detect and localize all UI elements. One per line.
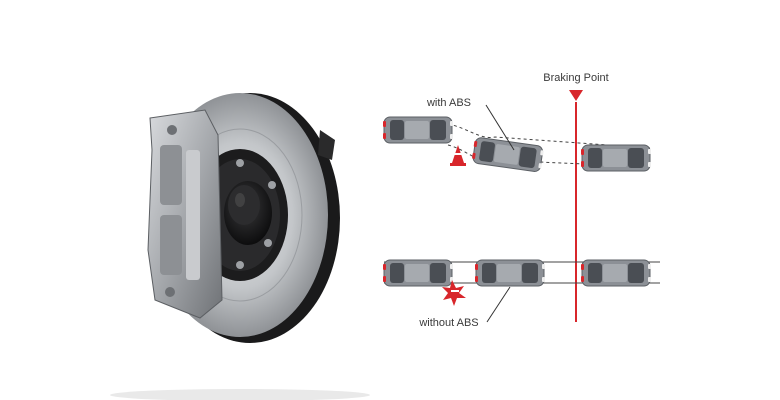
- collision-burst-icon: [442, 280, 466, 306]
- without-abs-label: without ABS: [418, 317, 478, 329]
- without-abs-lane: without ABS: [382, 259, 660, 329]
- car-icon: [580, 144, 652, 172]
- brake-disc-illustration: [110, 93, 370, 400]
- car-icon: [470, 136, 545, 173]
- with-abs-label: with ABS: [426, 97, 471, 109]
- braking-point-label: Braking Point: [543, 72, 608, 84]
- car-icon: [580, 259, 652, 287]
- car-icon: [474, 259, 546, 287]
- without-abs-leader: [486, 286, 511, 323]
- with-abs-lane: with ABS: [382, 97, 652, 173]
- traffic-cone-icon: [450, 145, 466, 166]
- with-abs-leader: [485, 104, 515, 151]
- car-icon: [382, 259, 454, 287]
- braking-point-marker-icon: [569, 90, 583, 101]
- car-icon: [382, 116, 454, 144]
